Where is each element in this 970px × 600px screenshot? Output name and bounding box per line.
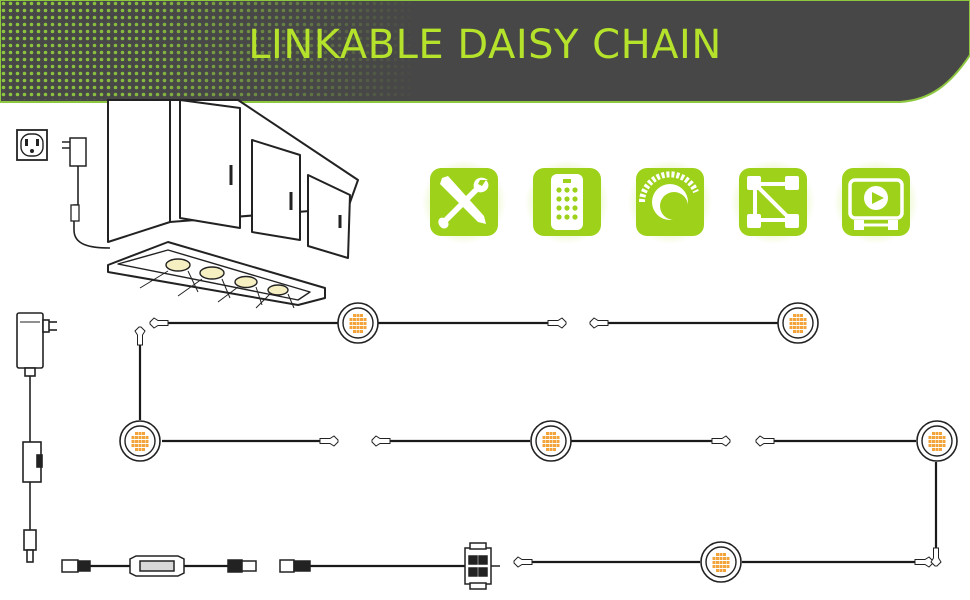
dot-pattern	[0, 0, 420, 100]
feature-icon-row	[422, 160, 918, 244]
video-icon	[834, 160, 918, 244]
remote-control-icon	[525, 160, 609, 244]
led-puck-4	[530, 420, 572, 462]
wall-outlet-icon	[16, 129, 48, 161]
kitchen-cabinet-illustration	[107, 99, 359, 309]
tools-icon	[422, 160, 506, 244]
inline-connectors	[61, 542, 500, 590]
small-plug-adapter-icon	[62, 137, 111, 249]
dimmer-icon	[628, 160, 712, 244]
link-icon	[731, 160, 815, 244]
led-puck-1	[337, 302, 379, 344]
led-puck-5	[916, 420, 958, 462]
led-puck-2	[777, 302, 819, 344]
header-banner	[0, 0, 970, 103]
power-adapter-icon	[16, 312, 57, 563]
led-puck-6	[700, 541, 742, 583]
led-puck-3	[119, 420, 161, 462]
led-puck-lights	[119, 302, 958, 583]
chain-wiring	[90, 321, 938, 568]
banner-title: LINKABLE DAISY CHAIN	[248, 22, 722, 68]
